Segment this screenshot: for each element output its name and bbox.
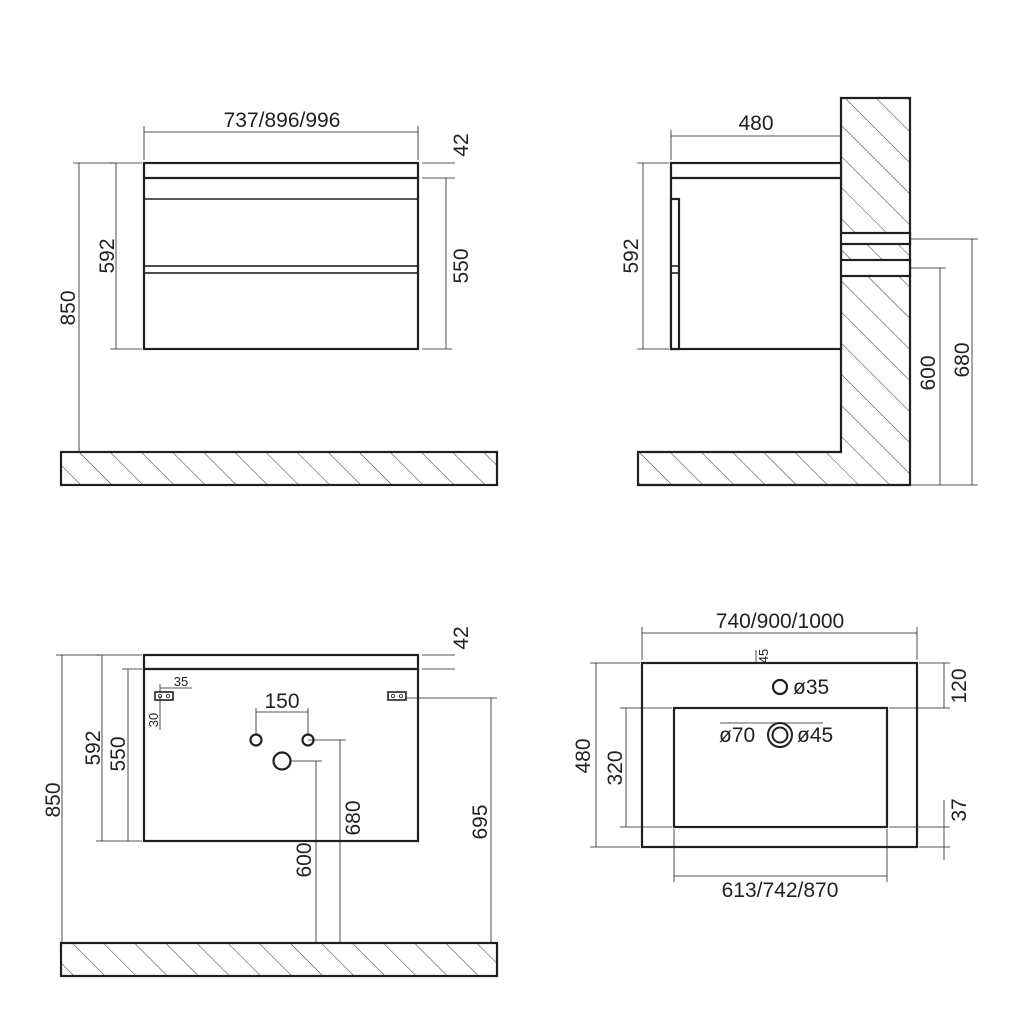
cabinet-side — [669, 161, 843, 351]
bracket-width-label: 35 — [174, 674, 188, 689]
side-pipe-high-label: 680 — [951, 342, 974, 377]
back-pipe-high-label: 680 — [342, 800, 365, 835]
drain-inner-label: ø45 — [797, 724, 833, 747]
floor-hatch — [59, 450, 499, 487]
tap-hole — [771, 678, 789, 696]
front-width-label: 737/896/996 — [224, 109, 341, 132]
back-drawer-label: 550 — [107, 736, 130, 771]
hole-spacing-label: 150 — [264, 690, 299, 713]
side-view: 480 592 600 680 — [620, 96, 978, 487]
bowl-width-label: 613/742/870 — [722, 879, 839, 902]
front-floor-label: 850 — [57, 290, 80, 325]
cabinet-back — [142, 653, 420, 843]
side-pipe-low-label: 600 — [917, 355, 940, 390]
drawer-front-profile — [669, 197, 681, 351]
back-view: 35 30 150 680 600 695 42 592 — [42, 626, 499, 978]
basin-bowl — [672, 706, 889, 829]
hole-left — [249, 733, 263, 747]
top-front-margin-label: 120 — [948, 668, 971, 703]
side-body-label: 592 — [620, 238, 643, 273]
front-body-label: 592 — [96, 238, 119, 273]
top-offset-label: 45 — [756, 649, 771, 663]
drain-hole — [272, 751, 292, 771]
drain-inner — [771, 726, 789, 744]
floor-hatch — [59, 941, 499, 978]
tap-hole-label: ø35 — [793, 676, 829, 699]
back-body-label: 592 — [82, 730, 105, 765]
bracket-left — [154, 691, 174, 701]
back-floor-label: 850 — [42, 782, 65, 817]
side-depth-label: 480 — [738, 112, 773, 135]
front-drawer-label: 550 — [450, 248, 473, 283]
back-mount-label: 695 — [469, 804, 492, 839]
top-width-label: 740/900/1000 — [716, 610, 844, 633]
drawer-gap — [143, 265, 419, 274]
top-depth-label: 480 — [572, 738, 595, 773]
bracket-height-label: 30 — [146, 713, 161, 727]
pipe-low — [830, 258, 912, 278]
bracket-right — [387, 691, 407, 701]
back-top-label: 42 — [450, 626, 473, 649]
pipe-high — [830, 231, 912, 246]
front-top-label: 42 — [450, 133, 473, 156]
top-view: 740/900/1000 45 ø35 ø70 ø45 480 320 120 … — [572, 610, 971, 902]
top-back-margin-label: 37 — [948, 798, 971, 821]
back-pipe-low-label: 600 — [293, 842, 316, 877]
front-view: 737/896/996 42 550 592 850 — [57, 109, 499, 487]
cabinet-body — [142, 161, 420, 351]
basin-outline — [640, 661, 919, 849]
bowl-depth-label: 320 — [604, 750, 627, 785]
drain-outer-label: ø70 — [719, 724, 755, 747]
